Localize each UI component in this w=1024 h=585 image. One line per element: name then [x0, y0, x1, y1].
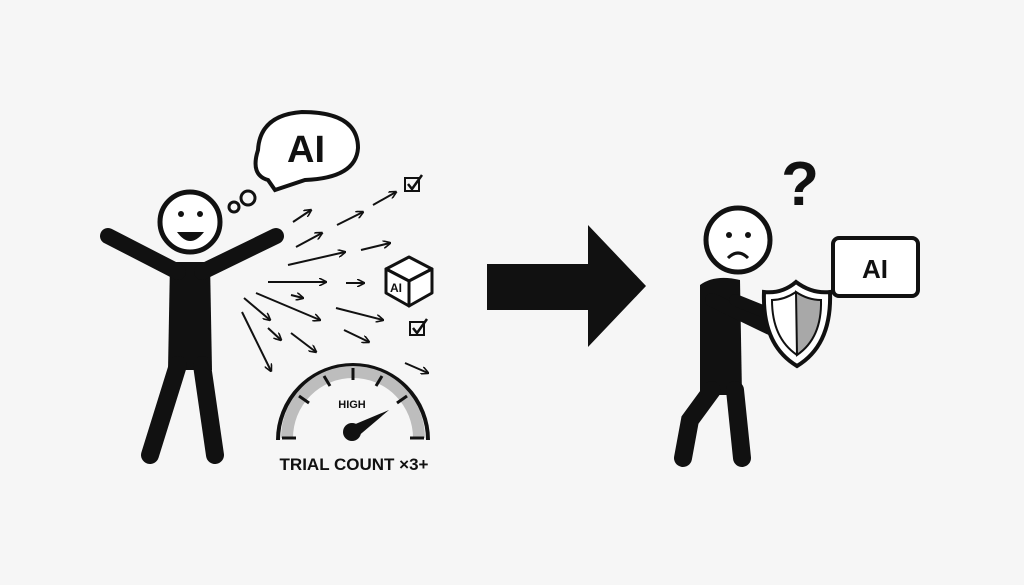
worried-stick-figure [674, 205, 781, 467]
checkbox-icon [409, 318, 429, 336]
smile [177, 232, 204, 241]
head [703, 205, 773, 275]
question-mark: ? [781, 150, 819, 219]
ai-cube-icon: AI [384, 255, 434, 308]
gauge-caption: TRIAL COUNT ×3+ [280, 455, 429, 474]
thought-bubble-text: AI [287, 129, 325, 171]
trial-count-gauge: HIGH TRIAL COUNT ×3+ [276, 363, 430, 474]
trial-arrows [241, 192, 428, 373]
transition-arrow-icon [487, 225, 646, 347]
gauge-needle [346, 410, 389, 438]
checkbox-icon [404, 174, 424, 192]
thought-bubble: AI [227, 109, 361, 214]
head [157, 189, 223, 255]
cube-label: AI [390, 281, 402, 295]
ai-box-label: AI [862, 254, 888, 284]
happy-stick-figure [100, 189, 284, 464]
gauge-label: HIGH [338, 399, 366, 411]
ai-label-box: AI [831, 236, 920, 298]
shield-icon [761, 279, 833, 369]
torso [168, 262, 212, 370]
